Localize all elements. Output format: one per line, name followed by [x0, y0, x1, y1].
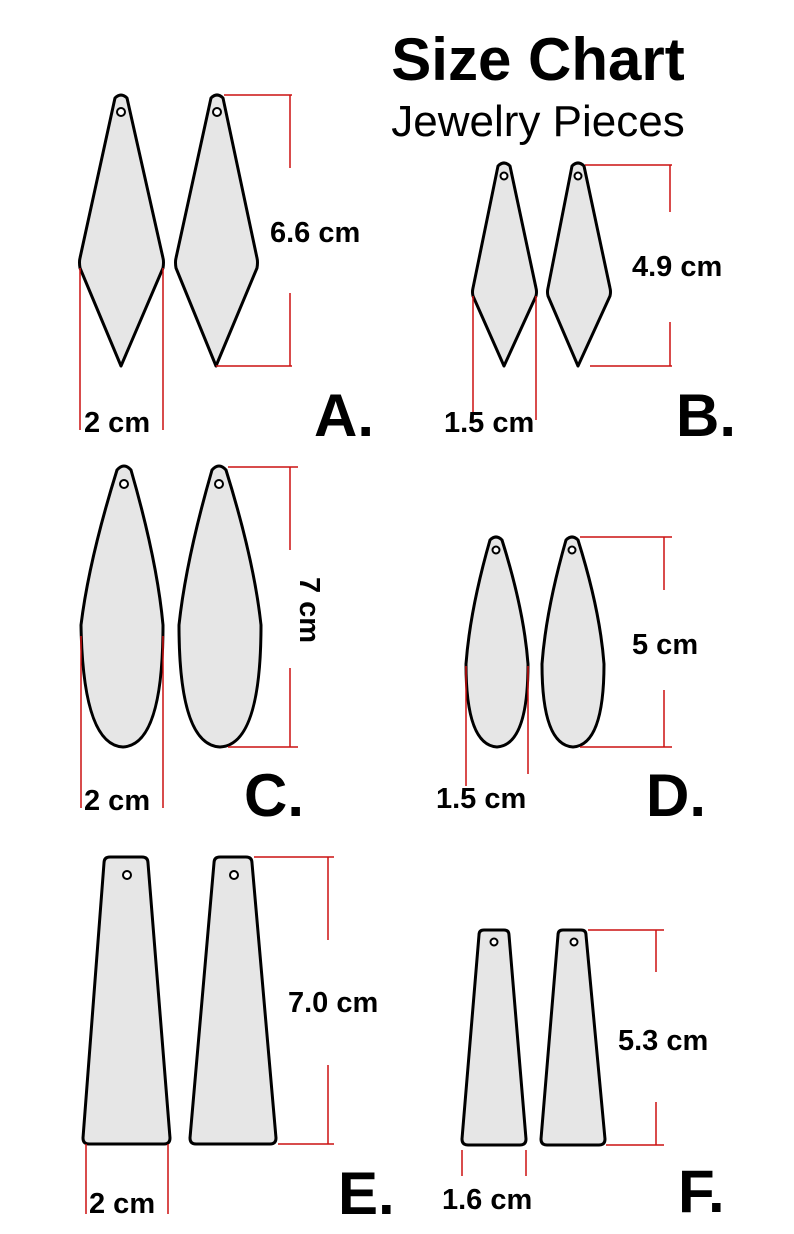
piece-f-right-hole	[569, 937, 579, 947]
piece-d-width-dimension	[465, 666, 529, 786]
piece-e-letter: E.	[338, 1160, 395, 1227]
piece-f-left-hole	[489, 937, 499, 947]
piece-b-letter: B.	[676, 382, 736, 449]
piece-c-width-label: 2 cm	[84, 785, 150, 817]
piece-a-width-dimension	[79, 268, 164, 430]
piece-c-left-hole	[119, 479, 129, 489]
piece-b-height-dimension	[585, 164, 672, 367]
piece-d-right-hole	[567, 545, 577, 555]
piece-c-left	[79, 464, 165, 749]
piece-b-width-label: 1.5 cm	[444, 407, 534, 439]
piece-c-height-label: 7 cm	[293, 577, 325, 643]
piece-e-height-dimension	[254, 856, 334, 1145]
page-title: Size Chart	[391, 26, 684, 93]
piece-d-letter: D.	[646, 762, 706, 829]
piece-f-width-label: 1.6 cm	[442, 1184, 532, 1216]
piece-a-width-label: 2 cm	[84, 407, 150, 439]
piece-group-c: 7 cm 2 cm C.	[79, 464, 325, 829]
piece-c-right-hole	[214, 479, 224, 489]
piece-group-e: 7.0 cm 2 cm E.	[81, 855, 395, 1227]
piece-b-right-hole	[573, 171, 583, 181]
piece-b-left	[471, 161, 538, 368]
piece-c-right	[177, 464, 263, 749]
piece-d-height-dimension	[580, 536, 672, 748]
piece-e-height-label: 7.0 cm	[288, 987, 378, 1019]
piece-f-height-label: 5.3 cm	[618, 1025, 708, 1057]
piece-d-left-hole	[491, 545, 501, 555]
piece-c-width-dimension	[80, 636, 164, 808]
piece-e-left-hole	[122, 870, 132, 880]
piece-group-a: 6.6 cm 2 cm A.	[78, 93, 374, 449]
piece-a-right	[174, 93, 259, 368]
piece-d-left	[464, 535, 530, 749]
piece-f-letter: F.	[678, 1158, 725, 1225]
piece-c-height-dimension	[228, 466, 298, 748]
piece-group-f: 5.3 cm 1.6 cm F.	[442, 928, 725, 1225]
piece-group-d: 5 cm 1.5 cm D.	[436, 535, 706, 829]
piece-d-right	[540, 535, 606, 749]
piece-d-width-label: 1.5 cm	[436, 783, 526, 815]
piece-a-height-label: 6.6 cm	[270, 217, 360, 249]
piece-b-left-hole	[499, 171, 509, 181]
piece-d-height-label: 5 cm	[632, 629, 698, 661]
piece-f-width-dimension	[461, 1150, 527, 1176]
piece-e-right	[188, 855, 278, 1146]
piece-a-letter: A.	[314, 382, 374, 449]
piece-group-b: 4.9 cm 1.5 cm B.	[444, 161, 736, 449]
piece-e-width-dimension	[85, 1144, 169, 1214]
page-subtitle: Jewelry Pieces	[391, 97, 684, 146]
piece-a-right-hole	[212, 107, 222, 117]
piece-a-left-hole	[116, 107, 126, 117]
piece-a-left	[78, 93, 165, 368]
piece-f-height-dimension	[588, 929, 664, 1146]
piece-f-left	[460, 928, 528, 1147]
piece-b-width-dimension	[472, 296, 537, 420]
piece-f-right	[539, 928, 607, 1147]
piece-b-height-label: 4.9 cm	[632, 251, 722, 283]
piece-e-left	[81, 855, 172, 1146]
piece-c-letter: C.	[244, 762, 304, 829]
piece-a-height-dimension	[216, 94, 292, 367]
piece-b-right	[546, 161, 612, 368]
piece-e-width-label: 2 cm	[89, 1188, 155, 1220]
piece-e-right-hole	[229, 870, 239, 880]
